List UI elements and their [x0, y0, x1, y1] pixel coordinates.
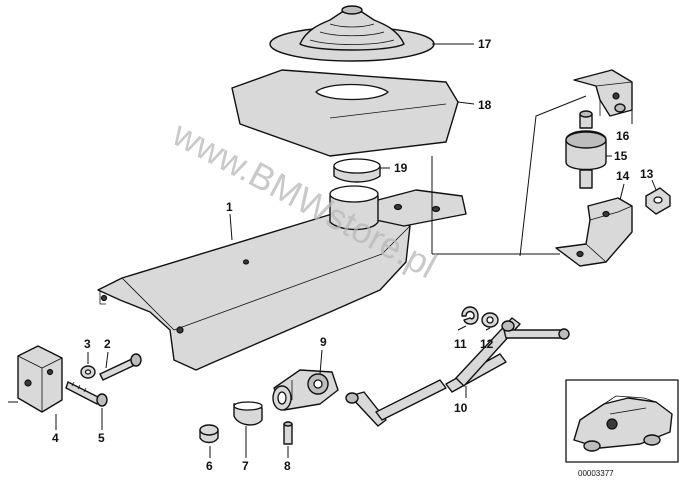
label-1: 1: [226, 200, 233, 214]
part-9-joint: [272, 369, 339, 411]
label-3: 3: [84, 337, 91, 351]
part-4-mounting-block: [8, 345, 63, 413]
part-3-washer: [80, 365, 96, 379]
part-5-bolt: [65, 381, 108, 407]
part-11-circlip: [461, 306, 479, 325]
label-10: 10: [454, 401, 468, 415]
part-10-linkage-rod: [345, 317, 570, 427]
location-marker-icon: [606, 418, 618, 430]
car-thumbnail: 00003377: [565, 379, 679, 478]
label-4: 4: [52, 431, 59, 445]
part-12-washer: [481, 312, 499, 328]
part-17-rubber-boot: [269, 5, 435, 62]
label-9: 9: [320, 335, 327, 349]
part-8-pin: [283, 421, 293, 445]
part-6-cap: [199, 424, 219, 444]
part-13-nut: [645, 187, 671, 215]
reference-number: 00003377: [578, 469, 614, 478]
label-14: 14: [616, 169, 630, 183]
label-2: 2: [104, 337, 111, 351]
label-15: 15: [614, 149, 628, 163]
label-11: 11: [454, 337, 467, 351]
label-16: 16: [616, 129, 630, 143]
part-16-upper-bracket: [573, 69, 633, 117]
label-5: 5: [98, 431, 105, 445]
leader-lines: [55, 43, 657, 458]
label-17: 17: [478, 37, 492, 51]
label-18: 18: [478, 98, 492, 112]
part-1-selector-housing: [97, 185, 467, 371]
label-8: 8: [284, 459, 291, 473]
part-7-bushing-clip: [233, 401, 263, 426]
label-19: 19: [394, 161, 408, 175]
part-19-bushing-ring: [333, 158, 381, 183]
part-15-rubber-mount: [565, 110, 607, 189]
part-18-foam-insulation: [231, 69, 459, 157]
part-2-bolt: [99, 353, 142, 381]
label-7: 7: [242, 459, 249, 473]
label-13: 13: [640, 167, 654, 181]
part-14-bracket: [555, 197, 633, 267]
label-6: 6: [206, 459, 213, 473]
label-12: 12: [480, 337, 494, 351]
connection-lines: [431, 95, 587, 257]
part-labels: 17 18 19 1 2 3 4 5 6 7 8 9 10 11 12 13 1…: [52, 37, 654, 473]
